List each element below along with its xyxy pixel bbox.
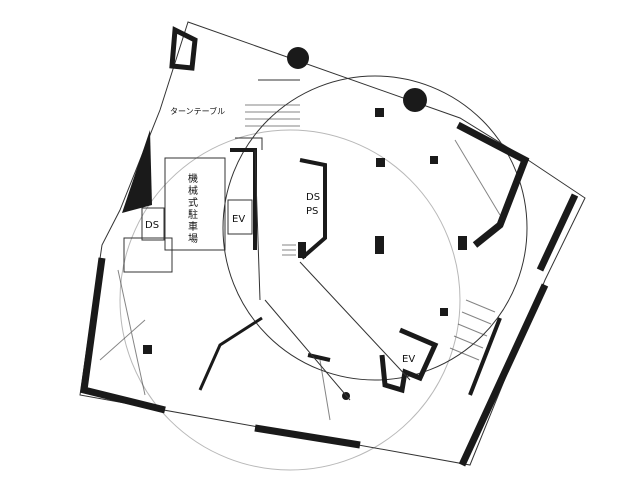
ds-left-label: DS	[145, 220, 159, 231]
ev-left-label: EV	[232, 214, 245, 225]
svg-text:機: 機	[188, 172, 198, 185]
svg-text:場: 場	[188, 232, 198, 245]
inner-arc	[119, 129, 461, 471]
walls	[80, 26, 579, 467]
ev-room-left	[227, 199, 253, 235]
ds-room-left	[141, 207, 165, 241]
columns	[143, 47, 467, 400]
mechanical-parking	[164, 157, 226, 251]
ds-label: DS	[306, 192, 320, 203]
building-outline	[79, 21, 586, 466]
svg-text:駐: 駐	[188, 208, 198, 221]
corridors	[235, 79, 411, 401]
turntable-label: ターンテーブル	[170, 106, 225, 116]
ev-right-label: EV	[402, 354, 415, 365]
toilets	[123, 237, 173, 273]
stairs	[99, 104, 501, 421]
parking-label: 機 械 式 駐 車 場	[188, 172, 198, 245]
ps-label: PS	[306, 206, 318, 217]
svg-text:式: 式	[188, 196, 198, 209]
circular-hall	[222, 75, 528, 381]
svg-text:車: 車	[188, 220, 198, 233]
svg-text:械: 械	[188, 184, 198, 197]
